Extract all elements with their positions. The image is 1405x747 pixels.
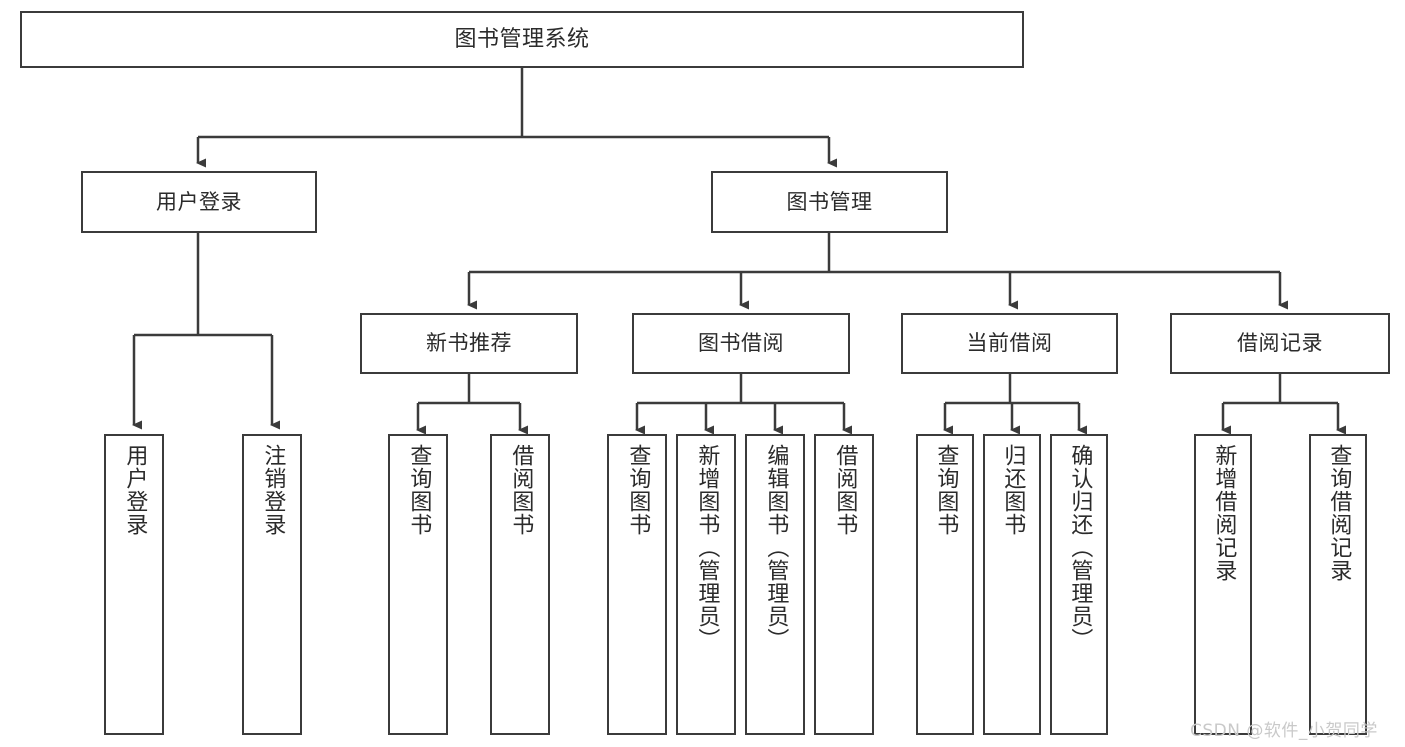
node-label: 用户登录 [122, 444, 148, 536]
node-label: 归还图书 [1000, 444, 1026, 536]
node-label: 注销登录 [260, 444, 286, 536]
leaf-book-borrow-borrow[interactable]: 借阅图书 [814, 434, 874, 735]
node-label: 用户登录 [156, 189, 242, 214]
node-book-management[interactable]: 图书管理 [711, 171, 948, 233]
leaf-book-borrow-query[interactable]: 查询图书 [607, 434, 667, 735]
node-label: 当前借阅 [966, 331, 1053, 355]
node-label: 借阅图书 [832, 444, 858, 536]
node-label: 查询图书 [933, 444, 959, 536]
node-label: 图书管理系统 [454, 26, 590, 52]
leaf-current-borrow-query[interactable]: 查询图书 [916, 434, 974, 735]
leaf-current-borrow-return[interactable]: 归还图书 [983, 434, 1041, 735]
leaf-current-borrow-confirm-return[interactable]: 确认归还（管理员） [1050, 434, 1108, 735]
node-new-book-recommend[interactable]: 新书推荐 [360, 313, 578, 374]
leaf-new-book-borrow[interactable]: 借阅图书 [490, 434, 550, 735]
leaf-user-login-login[interactable]: 用户登录 [104, 434, 164, 735]
leaf-book-borrow-edit[interactable]: 编辑图书（管理员） [745, 434, 805, 735]
leaf-book-borrow-add[interactable]: 新增图书（管理员） [676, 434, 736, 735]
node-book-management-system[interactable]: 图书管理系统 [20, 11, 1024, 68]
leaf-new-book-query[interactable]: 查询图书 [388, 434, 448, 735]
node-label: 借阅图书 [508, 444, 534, 536]
node-label: 图书管理 [786, 189, 873, 214]
leaf-borrow-record-query[interactable]: 查询借阅记录 [1309, 434, 1367, 735]
csdn-watermark: CSDN @软件_小贺同学 [1190, 721, 1378, 741]
node-current-borrow[interactable]: 当前借阅 [901, 313, 1118, 374]
node-label: 编辑图书（管理员） [763, 444, 789, 651]
node-label: 确认归还（管理员） [1067, 444, 1093, 651]
leaf-borrow-record-add[interactable]: 新增借阅记录 [1194, 434, 1252, 735]
node-label: 图书借阅 [698, 331, 784, 355]
node-book-borrow[interactable]: 图书借阅 [632, 313, 850, 374]
node-user-login[interactable]: 用户登录 [81, 171, 317, 233]
node-label: 查询图书 [625, 444, 651, 536]
node-label: 新书推荐 [426, 331, 512, 355]
node-label: 查询借阅记录 [1326, 444, 1352, 582]
node-label: 新增借阅记录 [1211, 444, 1237, 582]
leaf-user-login-logout[interactable]: 注销登录 [242, 434, 302, 735]
node-borrow-record[interactable]: 借阅记录 [1170, 313, 1390, 374]
node-label: 借阅记录 [1237, 331, 1323, 355]
node-label: 查询图书 [406, 444, 432, 536]
node-label: 新增图书（管理员） [694, 444, 720, 651]
